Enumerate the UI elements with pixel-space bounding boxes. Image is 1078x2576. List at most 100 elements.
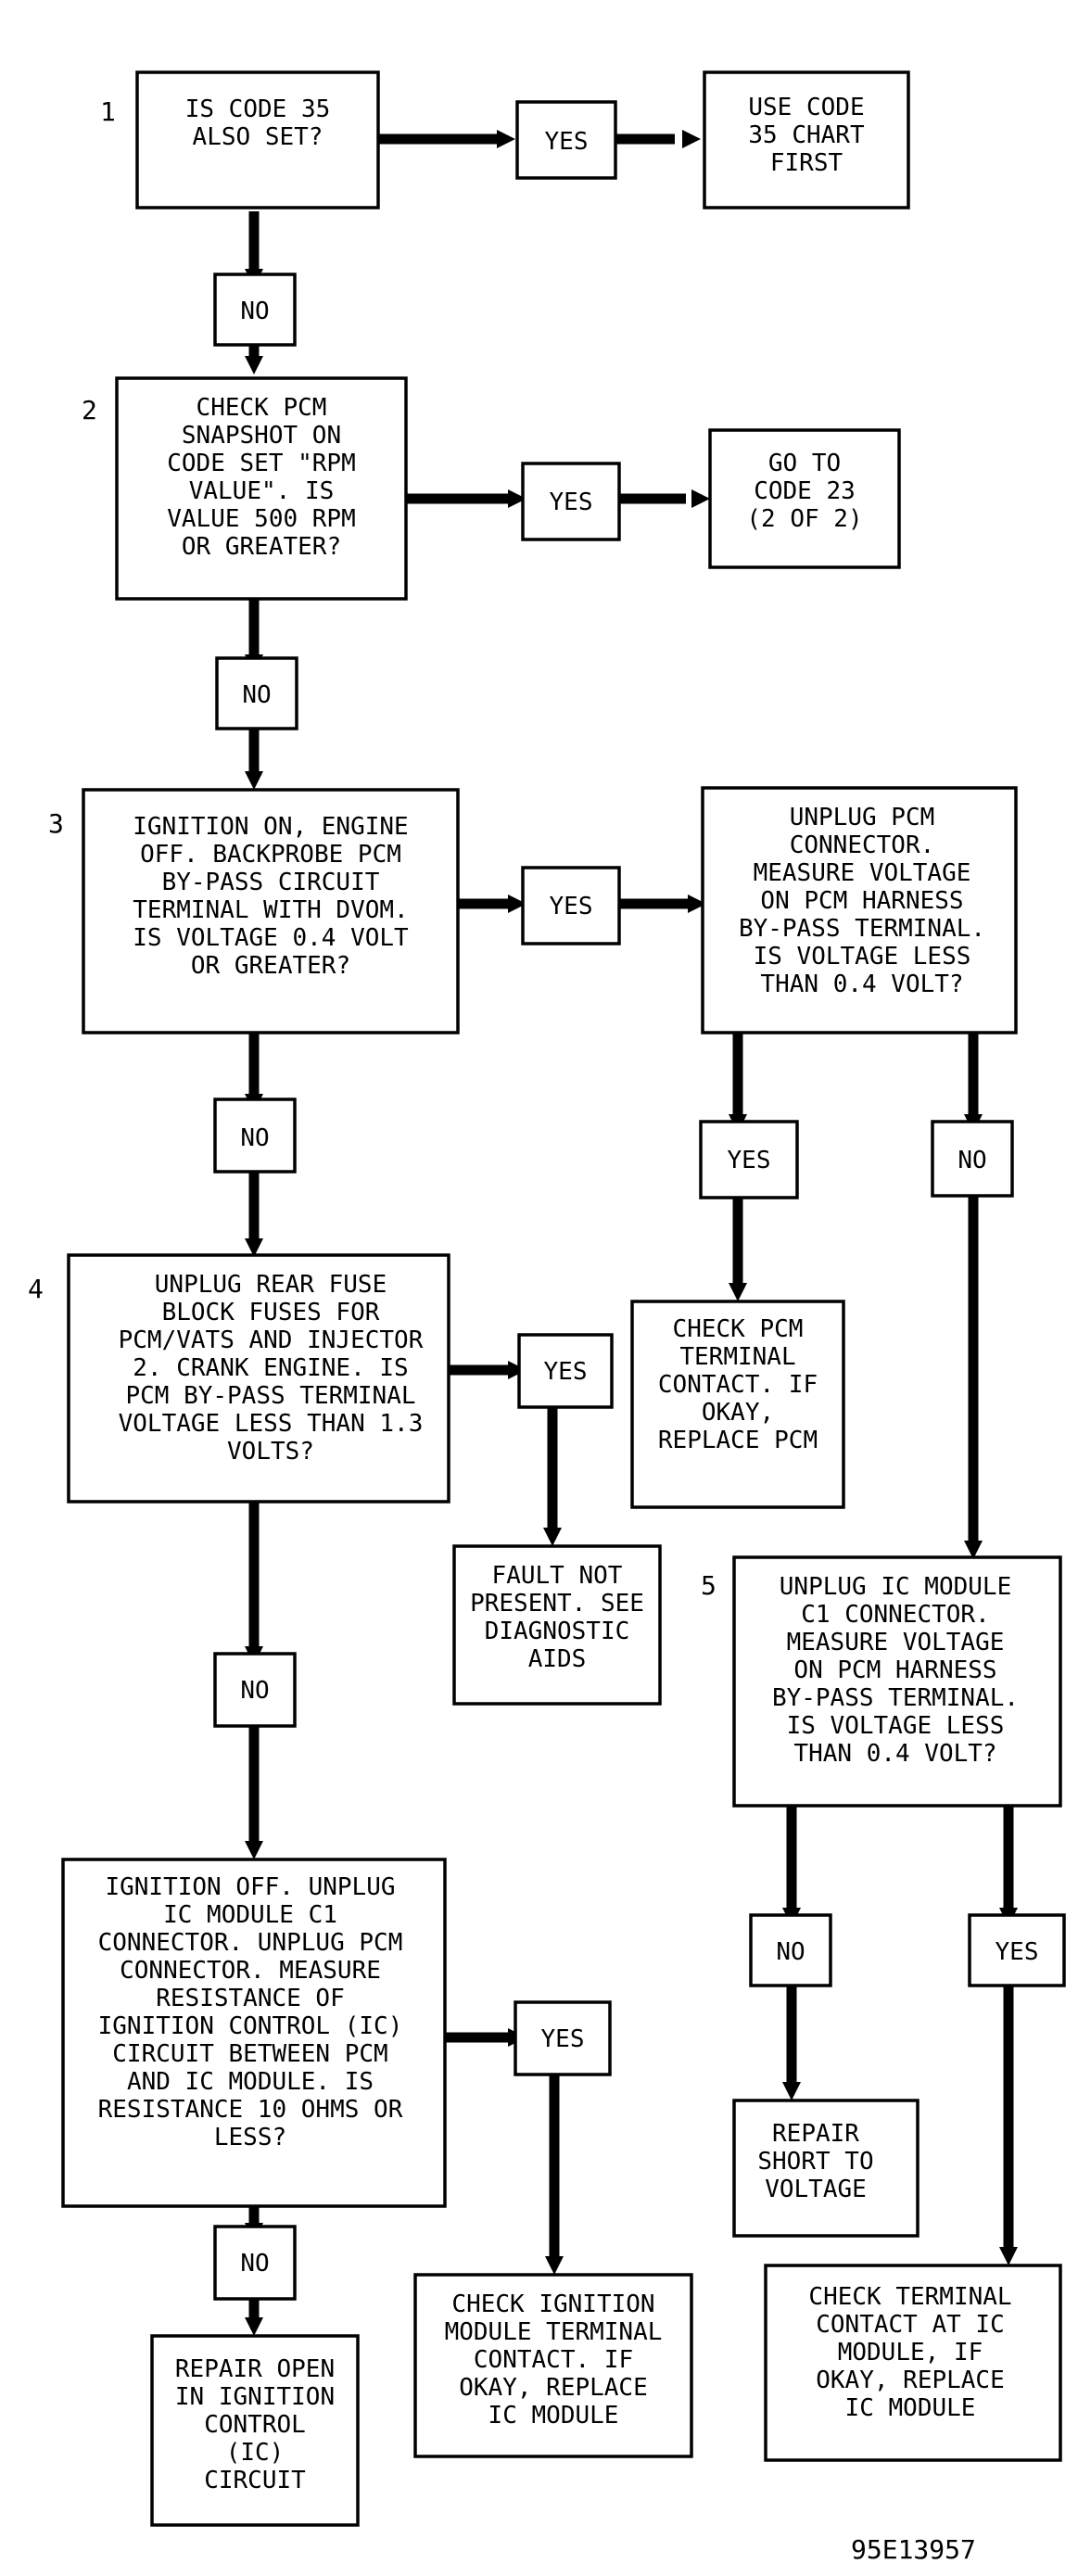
yes-label-step3: YES: [521, 866, 621, 945]
box-text-line: YES: [996, 1938, 1039, 1966]
arrowhead: [782, 2082, 801, 2100]
box-text-line: CHECK IGNITION: [451, 2290, 654, 2318]
box-text-line: OR GREATER?: [191, 952, 350, 980]
box-text-line: VALUE". IS: [189, 477, 335, 505]
box-text-line: REPAIR: [772, 2120, 859, 2148]
box-text-line: CODE SET "RPM: [167, 450, 356, 477]
arrowhead: [682, 130, 701, 148]
no-label-step6-text: NO: [240, 2250, 269, 2278]
yes-label-step1-text: YES: [545, 128, 589, 156]
box-text-line: ON PCM HARNESS: [760, 887, 963, 915]
arrowhead: [497, 130, 515, 148]
box-text-line: PCM BY-PASS TERMINAL: [125, 1382, 415, 1410]
arrowhead: [688, 895, 706, 913]
box-text-line: PCM/VATS AND INJECTOR: [119, 1326, 424, 1354]
no-label-step3b-text: NO: [958, 1147, 986, 1174]
yes-label-step4: YES: [517, 1333, 614, 1409]
box-text-line: NO: [776, 1938, 805, 1966]
no-label-step3-text: NO: [240, 1124, 269, 1152]
step-number-3: 3: [48, 808, 64, 839]
box-text-line: IS VOLTAGE 0.4 VOLT: [133, 924, 409, 952]
box-text-line: TERMINAL: [679, 1343, 795, 1371]
yes-label-step4-text: YES: [544, 1358, 588, 1386]
box-text-line: YES: [550, 489, 593, 516]
box-text-line: CONTACT AT IC: [816, 2311, 1005, 2339]
box-text-line: YES: [550, 893, 593, 920]
box-text-line: NO: [240, 1677, 269, 1705]
box-text-line: LESS?: [214, 2124, 286, 2151]
box-text-line: OKAY,: [702, 1399, 774, 1427]
no-label-step1: NO: [213, 273, 297, 347]
box-text-line: UNPLUG IC MODULE: [780, 1573, 1011, 1601]
arrowhead: [245, 1841, 263, 1859]
arrowhead: [245, 356, 263, 374]
yes-label-step6-text: YES: [541, 2025, 585, 2053]
box-text-line: IGNITION OFF. UNPLUG: [105, 1873, 395, 1901]
arrowhead: [545, 2256, 564, 2275]
box-text-line: USE CODE: [748, 94, 864, 121]
box-text-line: IC MODULE C1: [163, 1901, 337, 1929]
box-text-line: MEASURE VOLTAGE: [787, 1629, 1005, 1656]
yes-label-step3-text: YES: [550, 893, 593, 920]
box-text-line: VOLTS?: [227, 1438, 314, 1466]
box-text-line: AND IC MODULE. IS: [127, 2068, 374, 2096]
box-text-line: REPAIR OPEN: [175, 2355, 335, 2383]
box-text-line: FIRST: [770, 149, 843, 177]
yes-label-step2-text: YES: [550, 489, 593, 516]
box-text-line: IS VOLTAGE LESS: [754, 943, 971, 971]
arrowhead: [729, 1283, 747, 1301]
yes-label-step5: YES: [968, 1913, 1066, 1987]
box-text-line: TERMINAL WITH DVOM.: [133, 896, 408, 924]
box-text-line: REPLACE PCM: [658, 1427, 818, 1454]
box-text-line: YES: [545, 128, 589, 156]
box-text-line: IS CODE 35: [185, 95, 331, 123]
box-text-line: CIRCUIT BETWEEN PCM: [112, 2040, 387, 2068]
box-text-line: MEASURE VOLTAGE: [754, 859, 971, 887]
box-text-line: SHORT TO: [757, 2148, 873, 2176]
no-label-step5-text: NO: [776, 1938, 805, 1966]
box-text-line: CIRCUIT: [204, 2467, 306, 2494]
box-text-line: CHECK PCM: [197, 394, 327, 422]
no-label-step1-text: NO: [240, 298, 269, 325]
box-text-line: RESISTANCE 10 OHMS OR: [98, 2096, 403, 2124]
step-number-5: 5: [701, 1570, 717, 1601]
arrowhead: [999, 2247, 1018, 2265]
box-text-line: OFF. BACKPROBE PCM: [140, 841, 401, 869]
box-text-line: IGNITION ON, ENGINE: [133, 813, 408, 841]
yes-label-step6: YES: [514, 2000, 612, 2076]
no-label-step5: NO: [749, 1913, 832, 1987]
box-text-line: NO: [240, 298, 269, 325]
box-text-line: NO: [240, 1124, 269, 1152]
box-text-line: CODE 23: [754, 477, 856, 505]
box-text-line: IC MODULE: [845, 2394, 976, 2422]
step-numbers: 1 2 3 4 5: [28, 96, 717, 1601]
box-text-line: CONTACT. IF: [474, 2346, 633, 2374]
box-text-line: IN IGNITION: [175, 2383, 335, 2411]
box-text-line: CONNECTOR. UNPLUG PCM: [98, 1929, 403, 1957]
box-text-line: ON PCM HARNESS: [793, 1656, 996, 1684]
box-text-line: YES: [544, 1358, 588, 1386]
box-text-line: GO TO: [768, 450, 841, 477]
box-text-line: CONTROL: [204, 2411, 306, 2439]
box-text-line: THAN 0.4 VOLT?: [793, 1740, 996, 1768]
box-text-line: 2. CRANK ENGINE. IS: [133, 1354, 408, 1382]
box-text-line: VOLTAGE LESS THAN 1.3: [119, 1410, 424, 1438]
